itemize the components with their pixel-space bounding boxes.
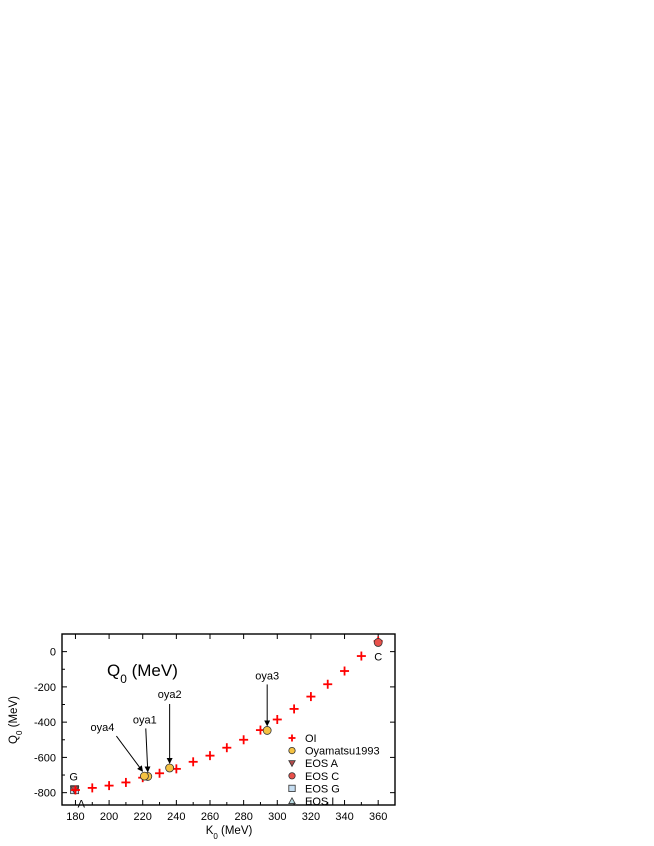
point-oi: [272, 715, 282, 724]
y-tick-label: 0: [50, 647, 56, 659]
point-oyamatsu1993: [165, 763, 175, 773]
legend-label: Oyamatsu1993: [305, 746, 380, 758]
eos-label: G: [69, 772, 78, 784]
point-oi: [222, 743, 232, 753]
axes: [61, 633, 396, 806]
legend-marker: [288, 784, 296, 793]
y-tick-label: -200: [34, 682, 56, 694]
annotation-label: oya4: [90, 722, 114, 734]
x-tick-label: 260: [201, 811, 219, 823]
eos-label: C: [374, 651, 382, 663]
point-oyamatsu1993: [262, 726, 272, 735]
point-oyamatsu1993: [140, 771, 149, 781]
x-tick-label: 220: [134, 811, 152, 823]
point-oi: [239, 735, 249, 745]
point-oi: [289, 704, 299, 714]
point-oi: [356, 651, 366, 661]
legend-marker: [288, 796, 296, 804]
point-oi: [87, 783, 97, 793]
point-oi: [205, 751, 215, 761]
legend-label: EOS I: [305, 796, 334, 808]
legend-marker: [288, 760, 296, 768]
annotation-arrow: [116, 735, 144, 772]
legend-label: OI: [305, 733, 317, 745]
legend-marker: [288, 734, 296, 742]
x-tick-label: 180: [66, 811, 84, 823]
plot-frame: [61, 633, 396, 806]
point-eos-c: [373, 638, 383, 647]
legend-label: EOS A: [305, 758, 339, 770]
marks: [69, 636, 383, 795]
annotation-arrow: [144, 728, 151, 773]
y-tick-label: -600: [34, 752, 56, 764]
x-tick-label: 320: [302, 811, 320, 823]
y-tick-label: -400: [34, 717, 56, 729]
x-tick-label: 300: [268, 811, 286, 823]
x-tick-label: 280: [234, 811, 252, 823]
point-oi: [70, 785, 80, 795]
x-axis-label: K0 (MeV): [206, 825, 253, 841]
eos-label: A: [78, 799, 86, 811]
chart-title: Q0 (MeV): [107, 661, 178, 686]
point-oi: [155, 768, 165, 778]
y-axis-label: Q0 (MeV): [8, 696, 24, 744]
legend-label: EOS G: [305, 783, 340, 795]
annotation-label: oya1: [133, 714, 157, 726]
x-tick-label: 200: [100, 811, 118, 823]
x-tick-label: 340: [335, 811, 353, 823]
legend-marker: [288, 772, 296, 780]
point-oi: [104, 781, 114, 791]
point-oi: [340, 666, 350, 676]
point-oi: [323, 679, 333, 689]
y-tick-label: -800: [34, 788, 56, 800]
ticks: 180 200 220 240 260 280 300 320 340 360 -800 -600 -4…: [34, 633, 395, 823]
annotation-label: oya3: [255, 670, 279, 682]
x-tick-label: 360: [369, 811, 387, 823]
legend-label: EOS C: [305, 771, 339, 783]
legend-marker: [288, 746, 296, 755]
x-tick-label: 240: [167, 811, 185, 823]
point-oi: [306, 692, 316, 702]
point-oi: [121, 777, 131, 787]
annotation-label: oya2: [158, 689, 182, 701]
point-oi: [188, 757, 198, 767]
